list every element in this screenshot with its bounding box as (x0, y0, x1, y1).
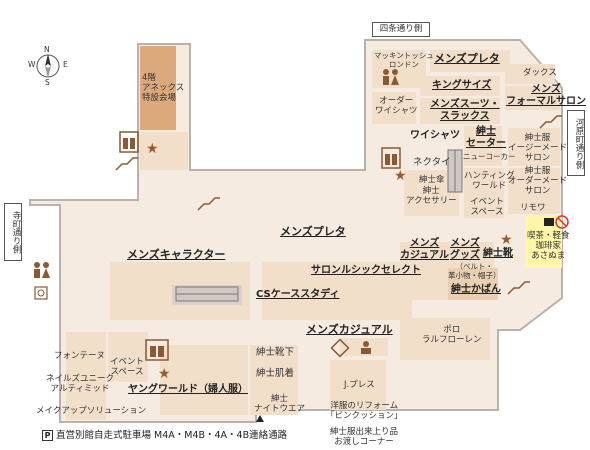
block-order-shirts (372, 92, 416, 124)
shop-mackintosh: マッキントッシュ ロンドン (374, 51, 434, 69)
shop-mens-character: メンズキャラクター (127, 248, 226, 261)
block-sweater (464, 126, 502, 166)
restroom-icon-center (330, 338, 371, 358)
shop-mens-plater-mid: メンズプレタ (280, 225, 346, 238)
restroom-icon-top (383, 69, 399, 85)
block-polo (400, 318, 490, 360)
block-order-made (508, 168, 560, 214)
street-top: 四条通り側 (372, 22, 430, 37)
shop-jpress: J.プレス (344, 380, 375, 390)
block-event-left (108, 332, 148, 382)
shop-shoes-center: 紳士靴下 (256, 347, 295, 358)
street-right: 河原町通り側 (567, 110, 585, 176)
wheelchair-icon-left (34, 286, 48, 300)
shop-easy-order: 紳士服 イージーメード サロン (508, 133, 567, 163)
shop-nightwear: 紳士 ナイトウエア (254, 394, 306, 414)
shop-bag: 紳士かばん (451, 284, 501, 295)
shop-fonte: フォンテーヌ (54, 351, 106, 361)
shop-event-space-left: イベント スペース (110, 357, 145, 377)
shop-mens-plater-top: メンズプレタ (434, 52, 500, 65)
annex-stair-area (140, 132, 188, 170)
block-jpress (330, 360, 386, 410)
shop-king-size: キングサイズ (432, 80, 492, 91)
parking-text: 直営別館自走式駐車場 M4A・M4B・4A・4B連絡通路 (56, 430, 288, 441)
shop-nails: ネイルズユニーク アルティミッド (46, 374, 115, 394)
shop-underwear: 紳士肌着 (256, 368, 295, 379)
block-mens-plater-top (430, 50, 510, 72)
shop-wishirts: ワイシャツ (410, 130, 460, 141)
compass-icon (36, 54, 60, 78)
stair-icon-right (507, 281, 530, 295)
block-service (340, 338, 388, 356)
shop-order-shirts: オーダー ワイシャツ (375, 96, 418, 116)
shop-mens-goods: メンズ グッズ (450, 238, 480, 261)
shop-accessory: 紳士 アクセサリー (406, 186, 457, 206)
escalator-center (175, 286, 239, 302)
block-king-size (420, 76, 500, 96)
shop-umbrella: 紳士傘 (419, 175, 445, 185)
block-young-world (160, 345, 248, 415)
stair-icon-center (197, 197, 220, 211)
block-bag (448, 268, 498, 300)
shop-mens-casual-center: メンズカジュアル (306, 323, 393, 336)
shop-event-space-right: イベント スペース (470, 197, 505, 217)
shop-mens-formal: メンズ フォーマルサロン (506, 84, 586, 107)
shop-cs-case: CSケーススタディ (256, 289, 340, 300)
escalator-right (447, 149, 463, 193)
star-icon-annex: ★ (146, 141, 159, 157)
stair-icon-annex (115, 157, 138, 171)
star-icon-left: ★ (158, 366, 171, 382)
annex-label: 4階 アネックス 特設会場 (142, 73, 185, 103)
shop-reform: 洋服のリフォーム 「ピンクッション」 (326, 401, 403, 421)
shop-newcoat: ニューコーカー (463, 152, 516, 161)
shop-goods-detail: （ベルト・ 革小物・帽子） (448, 262, 501, 280)
shop-young-world: ヤングワールド（婦人服） (128, 384, 248, 395)
compass-s: S (45, 78, 50, 87)
compass-w: W (28, 60, 36, 69)
compass-rose: N W E S (28, 45, 68, 88)
block-left-col (66, 332, 106, 420)
block-mackintosh (372, 50, 426, 88)
entrance-marker-icon (256, 415, 264, 422)
parking-icon: P (42, 430, 53, 441)
shop-daks: ダックス (523, 68, 557, 78)
block-formal (505, 86, 560, 110)
street-left: 寺町通り側 (4, 203, 22, 261)
block-suits (420, 98, 500, 124)
block-daks (505, 64, 555, 84)
shop-makeup: メイクアップソリューション (36, 406, 147, 416)
shop-hunting: ハンティング ワールド (464, 171, 515, 191)
compass-n: N (44, 45, 50, 54)
shop-mens-casual-right: メンズ カジュアル (400, 238, 449, 261)
shop-salon-select: サロンルシックセレクト (311, 265, 421, 276)
shop-order-made: 紳士服 オーダーメード サロン (508, 166, 568, 196)
shop-sweater: 紳士 セーター (466, 126, 506, 149)
star-icon-top: ★ (394, 168, 407, 184)
restroom-icon-left (34, 262, 50, 278)
block-salon-select (262, 262, 412, 320)
shop-polo: ポロ ラルフローレン (422, 325, 482, 345)
stair-icon-right-top (539, 115, 562, 129)
block-hunting (464, 168, 504, 218)
compass-e: E (63, 60, 68, 69)
shop-cafe: 喫茶・軽食 珈琲家 あさぬま (527, 231, 570, 261)
shop-pickup: 紳士服出来上り品 お渡しコーナー (330, 427, 399, 447)
shop-necktie: ネクタイ (413, 157, 451, 168)
shop-remodel: リモワ (520, 203, 546, 213)
shop-mens-suits: メンズスーツ・ スラックス (430, 99, 500, 122)
elevator-icon-top (381, 147, 401, 169)
elevator-icon-left (145, 339, 169, 361)
star-icon-right: ★ (500, 232, 513, 248)
shop-shoes-right: 紳士靴 (483, 248, 513, 259)
block-shoes-c (250, 345, 298, 415)
cafe-icon (544, 215, 569, 229)
annex-block (140, 46, 176, 130)
elevator-icon-annex (119, 131, 139, 153)
block-easy-order (508, 128, 560, 166)
